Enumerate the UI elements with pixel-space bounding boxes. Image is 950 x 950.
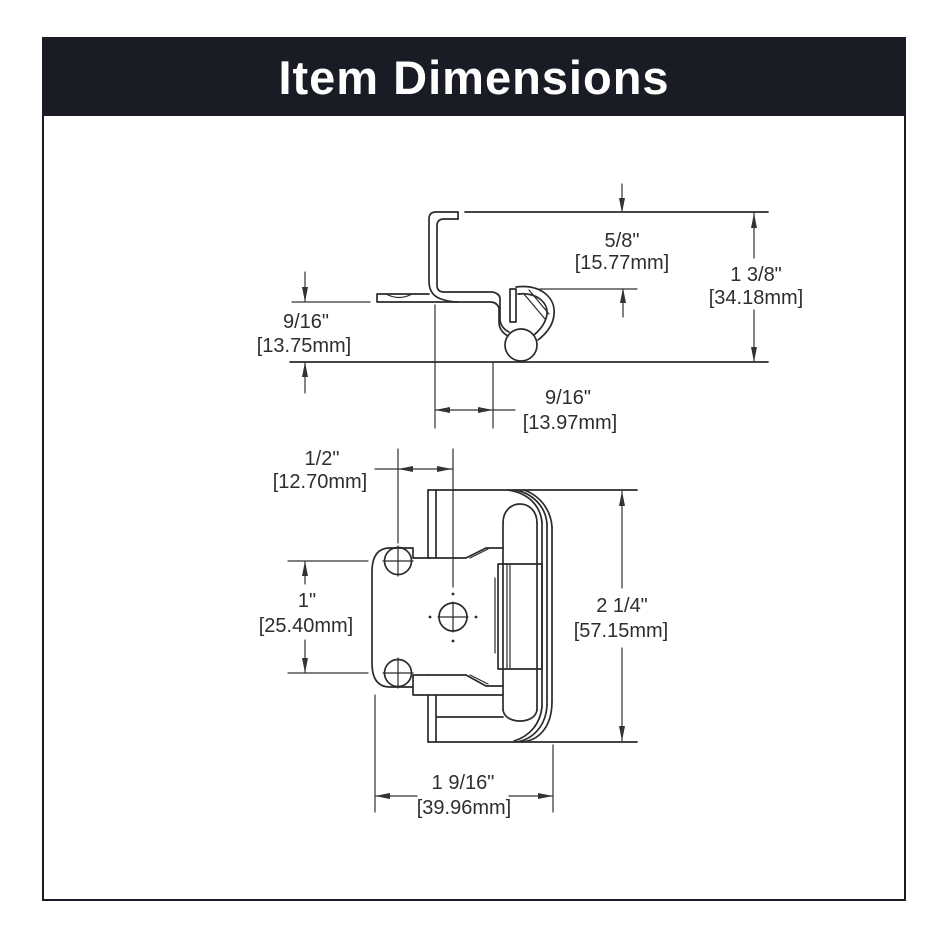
header-bar: Item Dimensions (44, 39, 904, 116)
front-view-drawing: 1/2" [12.70mm] 1" [25.40mm] 2 1/4" [57.1… (259, 448, 668, 819)
dim-side-overall-height-mm: [34.18mm] (709, 287, 803, 309)
dim-side-top-gap-inch: 5/8" (605, 230, 640, 252)
page-title: Item Dimensions (278, 51, 670, 104)
dim-front-width-inch: 1 9/16" (432, 772, 495, 794)
dim-front-height-mm: [57.15mm] (574, 620, 668, 642)
content-frame: Item Dimensions (42, 37, 906, 901)
side-view-drawing: 5/8" [15.77mm] 1 3/8" [34.18mm] 9/16" [1… (257, 183, 803, 434)
dim-front-width-mm: [39.96mm] (417, 797, 511, 819)
dim-front-offset-mm: [12.70mm] (273, 471, 367, 493)
dim-front-screw-spacing-mm: [25.40mm] (259, 615, 353, 637)
dim-side-overall-height-inch: 1 3/8" (730, 264, 782, 286)
dim-side-top-gap-mm: [15.77mm] (575, 252, 669, 274)
dim-side-left-height-inch: 9/16" (283, 311, 329, 333)
dim-front-screw-spacing-inch: 1" (298, 590, 316, 612)
dim-side-left-height-mm: [13.75mm] (257, 335, 351, 357)
dim-front-offset-inch: 1/2" (305, 448, 340, 470)
dim-side-overlay-width-inch: 9/16" (545, 387, 591, 409)
dim-front-height-inch: 2 1/4" (596, 595, 648, 617)
dim-side-overlay-width-mm: [13.97mm] (523, 412, 617, 434)
